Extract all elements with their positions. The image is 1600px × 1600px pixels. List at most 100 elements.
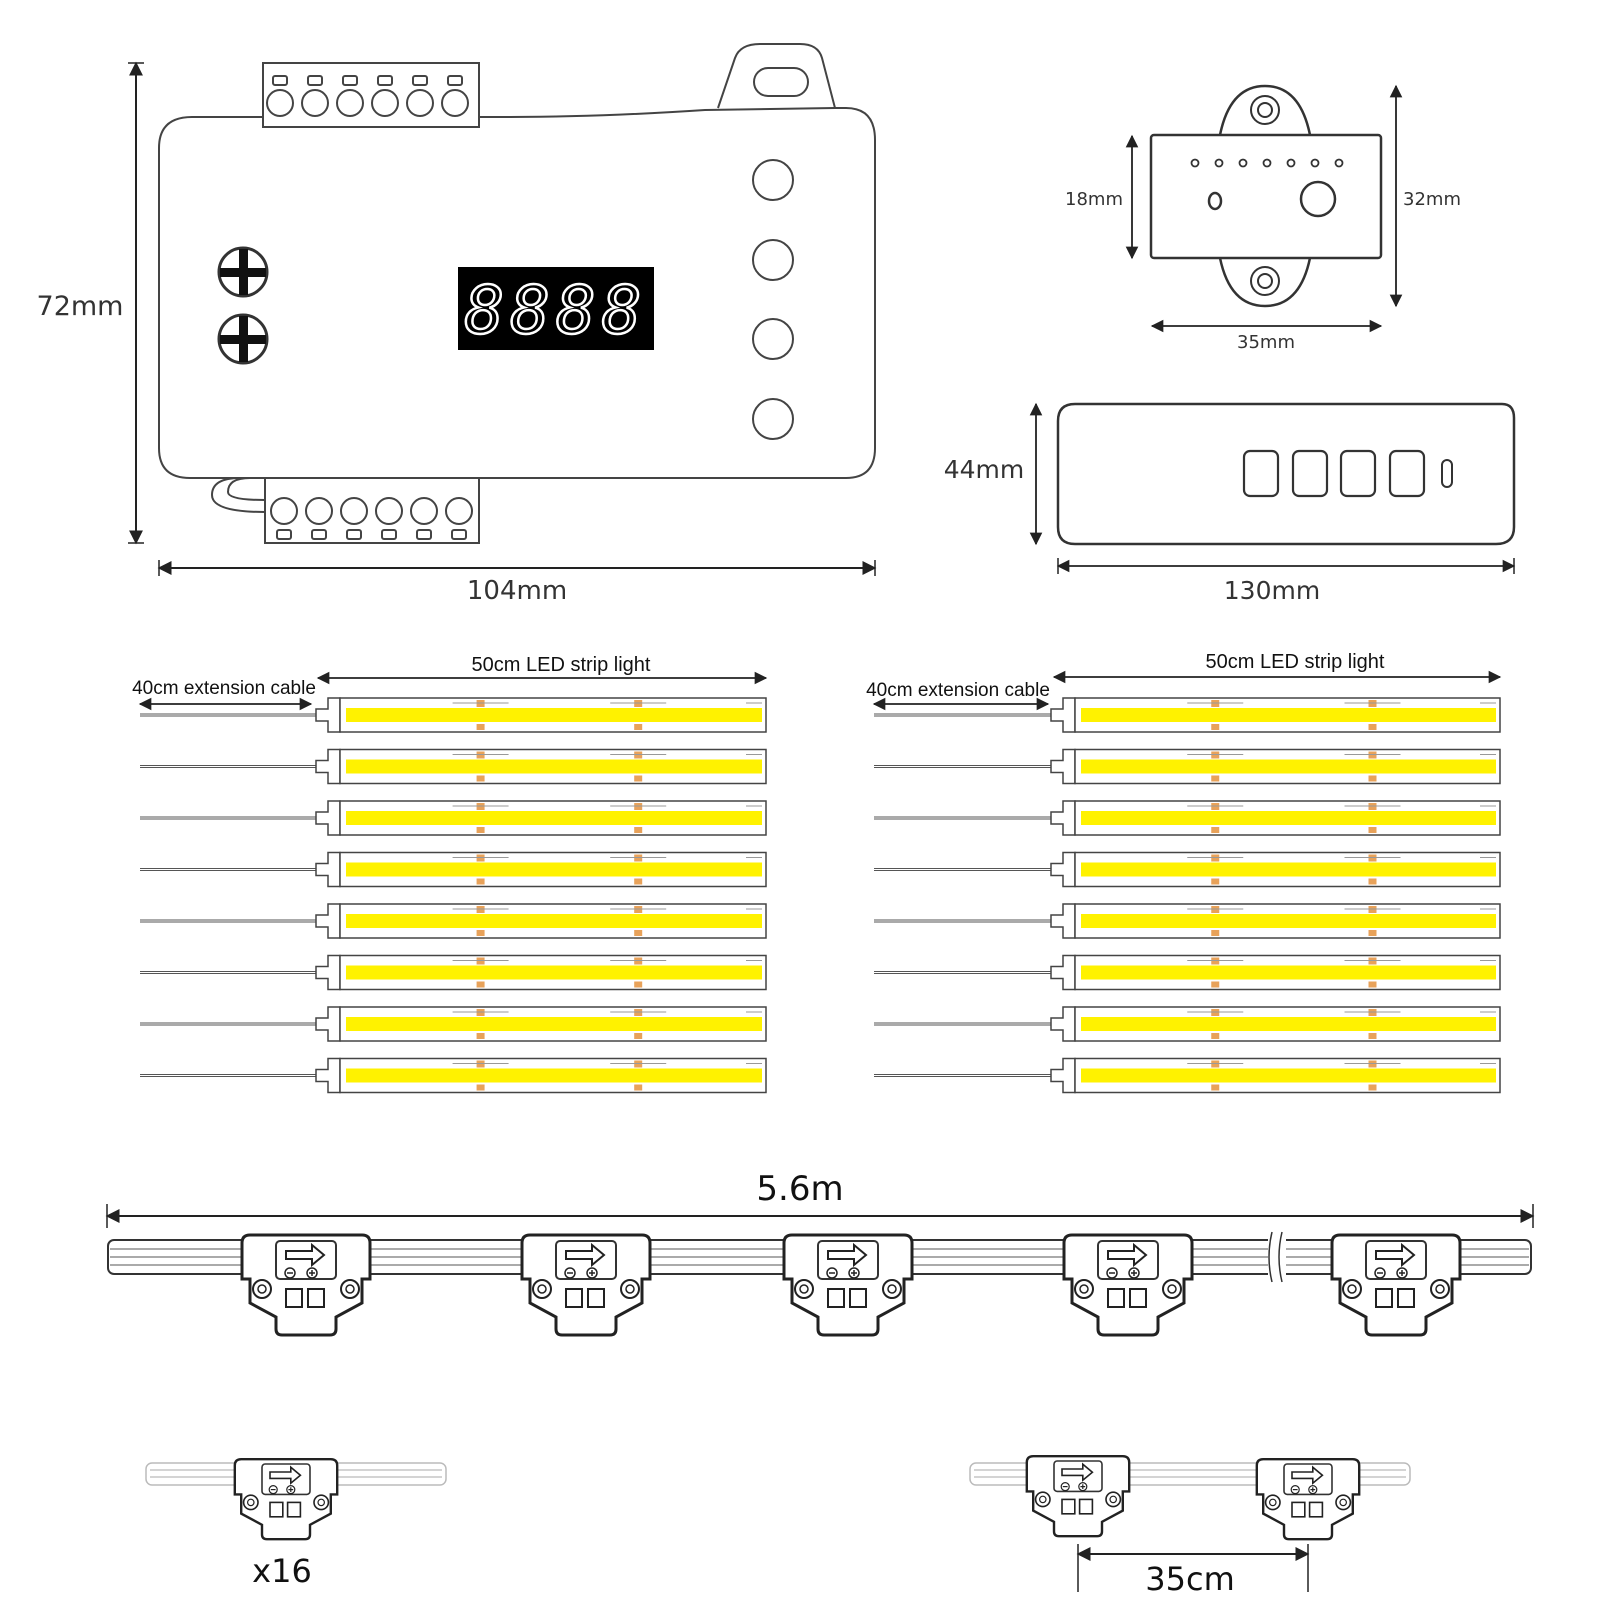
cut-pad: [1211, 930, 1220, 936]
strip-plug: [1050, 851, 1076, 888]
remote-width-label: 130mm: [1224, 576, 1320, 605]
spacing-connector-group: 35cm: [969, 1454, 1411, 1598]
cable-connectors: [240, 1233, 1462, 1337]
spacing-label: 35cm: [1145, 1560, 1234, 1598]
connector-housing: [1255, 1457, 1361, 1541]
controller-width-label: 104mm: [467, 576, 567, 606]
remote-height-label: 44mm: [944, 455, 1025, 484]
cut-pad: [1368, 930, 1377, 936]
remote-button-3[interactable]: [1339, 449, 1377, 498]
footer-connector-pair: [1025, 1454, 1361, 1541]
controller-height-label: 72mm: [37, 291, 124, 322]
quantity-label: x16: [252, 1552, 312, 1590]
left-cable-label: 40cm extension cable: [132, 678, 316, 699]
cut-pad: [1368, 1033, 1377, 1039]
led-strip-row: [874, 748, 1501, 785]
mount-hole: [313, 1494, 330, 1511]
led-strip-row: [874, 1057, 1501, 1094]
cable-length-label: 5.6m: [756, 1169, 843, 1209]
cut-pad: [1368, 775, 1377, 782]
strip-cob: [346, 1068, 762, 1083]
cut-pad: [476, 981, 485, 988]
remote-button-1[interactable]: [1242, 449, 1280, 498]
led-display: 8888: [458, 267, 654, 350]
receiver-button[interactable]: [1299, 180, 1337, 218]
strip-rows-right: [874, 697, 1501, 1094]
cut-pad: [634, 1084, 643, 1091]
strip-cob: [1081, 862, 1496, 877]
cut-pad: [634, 878, 643, 885]
pin-slot: [1129, 1288, 1147, 1308]
cut-pad: [1211, 1084, 1220, 1091]
mount-hole: [1430, 1279, 1450, 1299]
pin-slot: [1061, 1498, 1076, 1515]
controller-button-2[interactable]: [752, 239, 794, 281]
strip-plug: [315, 903, 341, 939]
pin-slot: [1308, 1501, 1324, 1518]
strip-plug: [315, 1057, 341, 1094]
controller-width-dimension: 104mm: [157, 560, 877, 606]
cut-pad: [1211, 1033, 1220, 1039]
connector-housing: [1062, 1233, 1194, 1337]
receiver-inner-height-dimension: 18mm: [1065, 134, 1139, 260]
direction-arrow-icon: [269, 1465, 302, 1485]
mounting-ear: [717, 43, 836, 109]
controller-button-1[interactable]: [752, 159, 794, 201]
strip-plug: [315, 697, 341, 733]
top-terminal-block: [262, 62, 480, 128]
connector-housing: [1330, 1233, 1462, 1337]
receiver-width-label: 35mm: [1237, 332, 1295, 353]
screw-icon: [217, 313, 269, 365]
receiver-outer-height-label: 32mm: [1403, 189, 1461, 210]
strip-cob: [1081, 1017, 1496, 1031]
strip-cob: [1081, 1068, 1496, 1083]
strip-group-right: 50cm LED strip light 40cm extension cabl…: [866, 651, 1502, 1094]
strip-cob: [1081, 965, 1496, 980]
cut-pad: [1368, 878, 1377, 885]
mount-hole: [1105, 1491, 1122, 1508]
led-strip-row: [874, 903, 1501, 939]
strip-cob: [346, 965, 762, 980]
remote-led: [1441, 459, 1453, 488]
controller-button-4[interactable]: [752, 398, 794, 440]
pin-slot: [1397, 1288, 1415, 1308]
led-strip-row: [874, 851, 1501, 888]
remote-button-4[interactable]: [1388, 449, 1426, 498]
direction-arrow-icon: [1291, 1465, 1324, 1485]
cut-pad: [634, 724, 643, 730]
direction-arrow-icon: [1107, 1242, 1148, 1268]
led-strip-row: [140, 1057, 767, 1094]
strip-plug: [1050, 1006, 1076, 1042]
strip-plug: [315, 954, 341, 991]
bottom-terminal-block: [264, 477, 480, 544]
pin-slot: [269, 1501, 284, 1518]
pixel-connector: [1062, 1233, 1194, 1337]
strip-plug: [315, 851, 341, 888]
strip-cob: [1081, 759, 1496, 774]
led-strip-row: [874, 697, 1501, 733]
strip-plug: [1050, 1057, 1076, 1094]
strip-plug: [315, 748, 341, 785]
cut-pad: [1211, 775, 1220, 782]
single-connector-group: x16: [145, 1457, 447, 1590]
footer-connector-single: [233, 1457, 339, 1541]
pixel-connector: [1025, 1454, 1131, 1538]
strip-cob: [1081, 811, 1496, 825]
pixel-connector: [782, 1233, 914, 1337]
remote-button-2[interactable]: [1291, 449, 1329, 498]
mount-hole: [1034, 1491, 1051, 1508]
connector-housing: [782, 1233, 914, 1337]
cut-pad: [476, 724, 485, 730]
led-strip-row: [140, 800, 767, 836]
receiver-body: [1149, 133, 1383, 260]
strip-plug: [1050, 697, 1076, 733]
cut-pad: [634, 1033, 643, 1039]
mount-hole: [252, 1279, 272, 1299]
remote-body: [1056, 402, 1516, 546]
strip-group-left: 50cm LED strip light 40cm extension cabl…: [132, 654, 768, 1094]
led-strip-row: [874, 1006, 1501, 1042]
pin-slot: [587, 1288, 605, 1308]
controller-button-3[interactable]: [752, 318, 794, 360]
cut-pad: [476, 930, 485, 936]
